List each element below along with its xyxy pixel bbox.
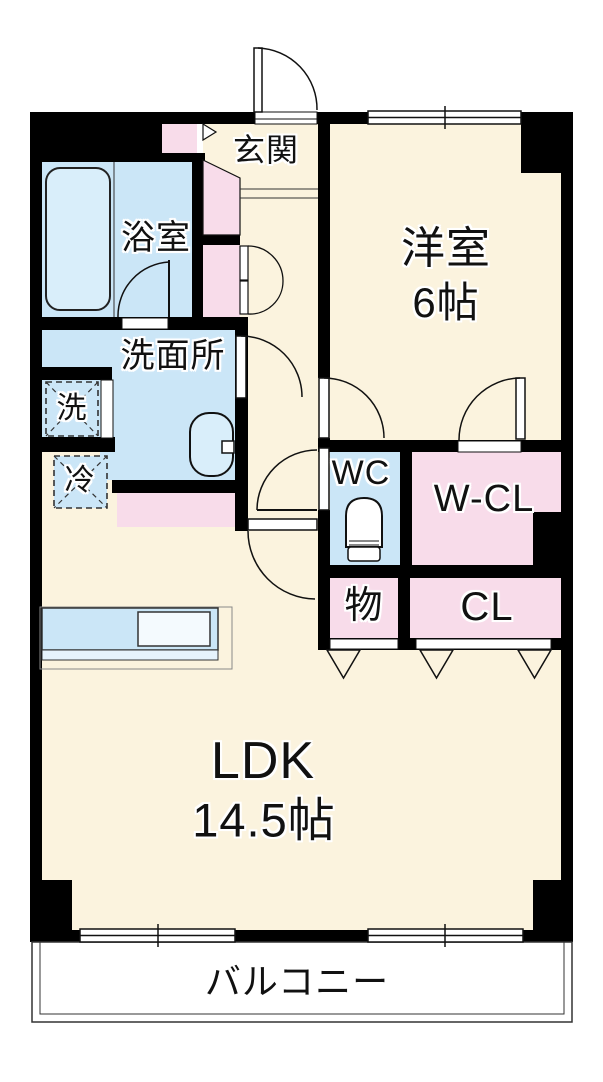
label-western-room-size: 6帖 bbox=[412, 279, 480, 326]
wall-washroom-bottom bbox=[112, 480, 238, 493]
closet-double-door bbox=[239, 245, 284, 315]
label-storage: 物 bbox=[344, 585, 384, 627]
wall-bath-top bbox=[162, 153, 205, 162]
wall-topleft-mass bbox=[30, 124, 162, 162]
washbasin-icon bbox=[189, 412, 235, 477]
door-washroom bbox=[235, 335, 303, 399]
label-closet: CL bbox=[460, 585, 514, 629]
closet-area bbox=[410, 578, 561, 638]
label-washer: 洗 bbox=[56, 392, 88, 425]
closet-door-triangles bbox=[325, 638, 553, 680]
fridge-box-icon bbox=[53, 455, 108, 509]
washer-box-icon bbox=[45, 381, 99, 437]
label-walk-in-closet: W-CL bbox=[433, 478, 535, 520]
cabinet-triangle-marker bbox=[202, 122, 218, 142]
hall-closet-area bbox=[203, 245, 240, 317]
wall-nook-top bbox=[30, 367, 112, 380]
toilet-icon bbox=[345, 496, 383, 562]
kitchen-counter-icon bbox=[39, 606, 233, 670]
label-genkan: 玄関 bbox=[232, 132, 300, 168]
wall-ldk-door-corner bbox=[235, 518, 248, 531]
kitchen-back-counter bbox=[117, 493, 238, 527]
wall-east-upper bbox=[318, 124, 330, 378]
door-western-room bbox=[318, 377, 385, 439]
entrance-door bbox=[253, 47, 318, 125]
door-wc bbox=[256, 447, 330, 511]
balcony-outline bbox=[31, 941, 573, 1023]
wall-corner-bottom-right bbox=[533, 880, 561, 930]
storage-area bbox=[330, 578, 398, 638]
bathtub-icon bbox=[45, 162, 115, 317]
bottom-window-right bbox=[367, 924, 524, 947]
label-washroom: 洗面所 bbox=[120, 337, 226, 375]
label-western-room: 洋室 bbox=[401, 224, 491, 273]
wall-bath-closet bbox=[192, 162, 203, 330]
label-bath: 浴室 bbox=[121, 219, 191, 257]
entry-cabinet-top bbox=[162, 122, 197, 153]
door-ldk bbox=[247, 518, 318, 600]
label-ldk-size: 14.5帖 bbox=[192, 793, 336, 847]
shoe-cabinet-angled bbox=[202, 159, 241, 236]
entry-cabinet-gap bbox=[197, 122, 203, 153]
label-balcony: バルコニー bbox=[204, 961, 390, 1002]
wall-wc-wcl-divider bbox=[400, 440, 412, 565]
wall-closet-row-divider bbox=[318, 565, 561, 578]
door-bath bbox=[117, 260, 170, 330]
wall-topright-notch bbox=[521, 124, 573, 173]
top-window bbox=[367, 106, 522, 129]
wall-right bbox=[561, 112, 573, 942]
wall-storage-cl-divider bbox=[398, 565, 410, 650]
door-walk-in-closet bbox=[457, 377, 526, 453]
label-refrigerator: 冷 bbox=[64, 464, 96, 497]
label-ldk: LDK bbox=[210, 732, 316, 790]
wall-nook-bottom bbox=[30, 437, 115, 452]
bottom-window-left bbox=[79, 924, 236, 947]
wall-closet-separator bbox=[203, 233, 240, 245]
wall-east-lower bbox=[318, 510, 330, 650]
wall-wcl-notch bbox=[533, 512, 561, 565]
label-wc: WC bbox=[331, 454, 391, 492]
wall-corner-bottom-left bbox=[40, 880, 72, 930]
washroom-nook-opening bbox=[100, 379, 114, 439]
genkan-step bbox=[240, 188, 318, 199]
